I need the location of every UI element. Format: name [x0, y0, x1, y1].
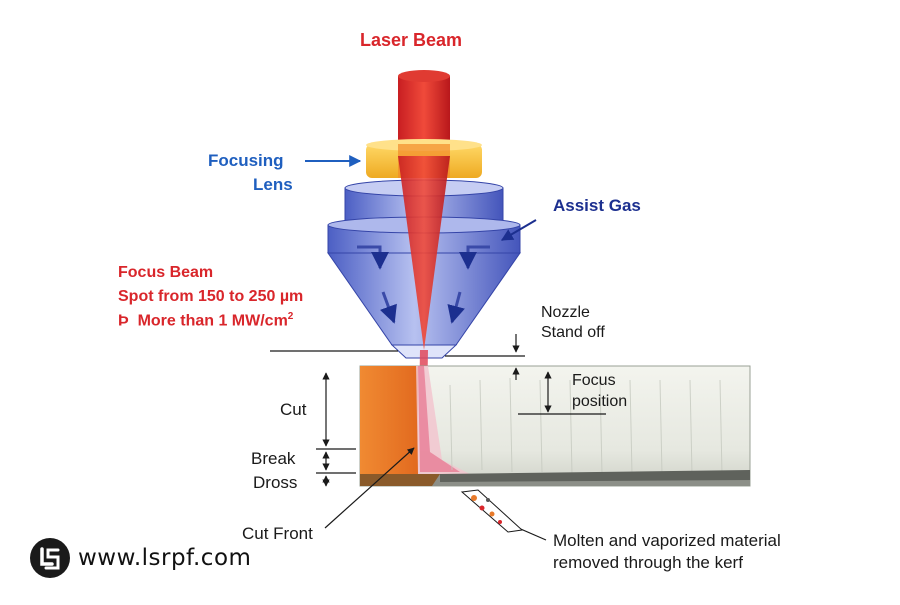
focus-beam-label-line2: Spot from 150 to 250 µm — [118, 288, 304, 305]
dross-label: Dross — [253, 473, 298, 492]
nozzle-label-line2: Stand off — [541, 324, 605, 341]
molten-droplets — [460, 489, 524, 533]
break-label: Break — [251, 449, 296, 468]
laser-beam-label: Laser Beam — [360, 30, 463, 50]
focus-position-label-line1: Focus — [572, 372, 616, 389]
focusing-lens-label-line1: Focusing — [208, 151, 284, 170]
focus-beam-label-line3: Þ More than 1 MW/cm2 — [118, 311, 293, 330]
focus-position-label-line2: position — [572, 393, 628, 410]
focus-beam-label-line1: Focus Beam — [118, 264, 214, 281]
assist-gas-pointer — [500, 219, 537, 241]
nozzle-label-line1: Nozzle — [541, 304, 590, 321]
implies-symbol: Þ — [118, 312, 129, 330]
watermark: www.lsrpf.com — [30, 538, 251, 578]
lsrpf-logo-icon — [30, 538, 70, 578]
cut-label: Cut — [280, 400, 307, 419]
cut-front-label: Cut Front — [242, 524, 313, 543]
molten-material-label-line1: Molten and vaporized material — [553, 531, 781, 550]
assist-gas-label: Assist Gas — [553, 196, 641, 215]
power-density-text: More than 1 MW/cm — [137, 312, 288, 330]
reference-lines — [270, 334, 606, 541]
power-density-exponent: 2 — [287, 311, 294, 322]
focusing-lens-label-line2: Lens — [253, 175, 293, 194]
workpiece — [359, 365, 751, 487]
molten-material-label-line2: removed through the kerf — [553, 553, 743, 572]
watermark-url: www.lsrpf.com — [78, 545, 252, 571]
